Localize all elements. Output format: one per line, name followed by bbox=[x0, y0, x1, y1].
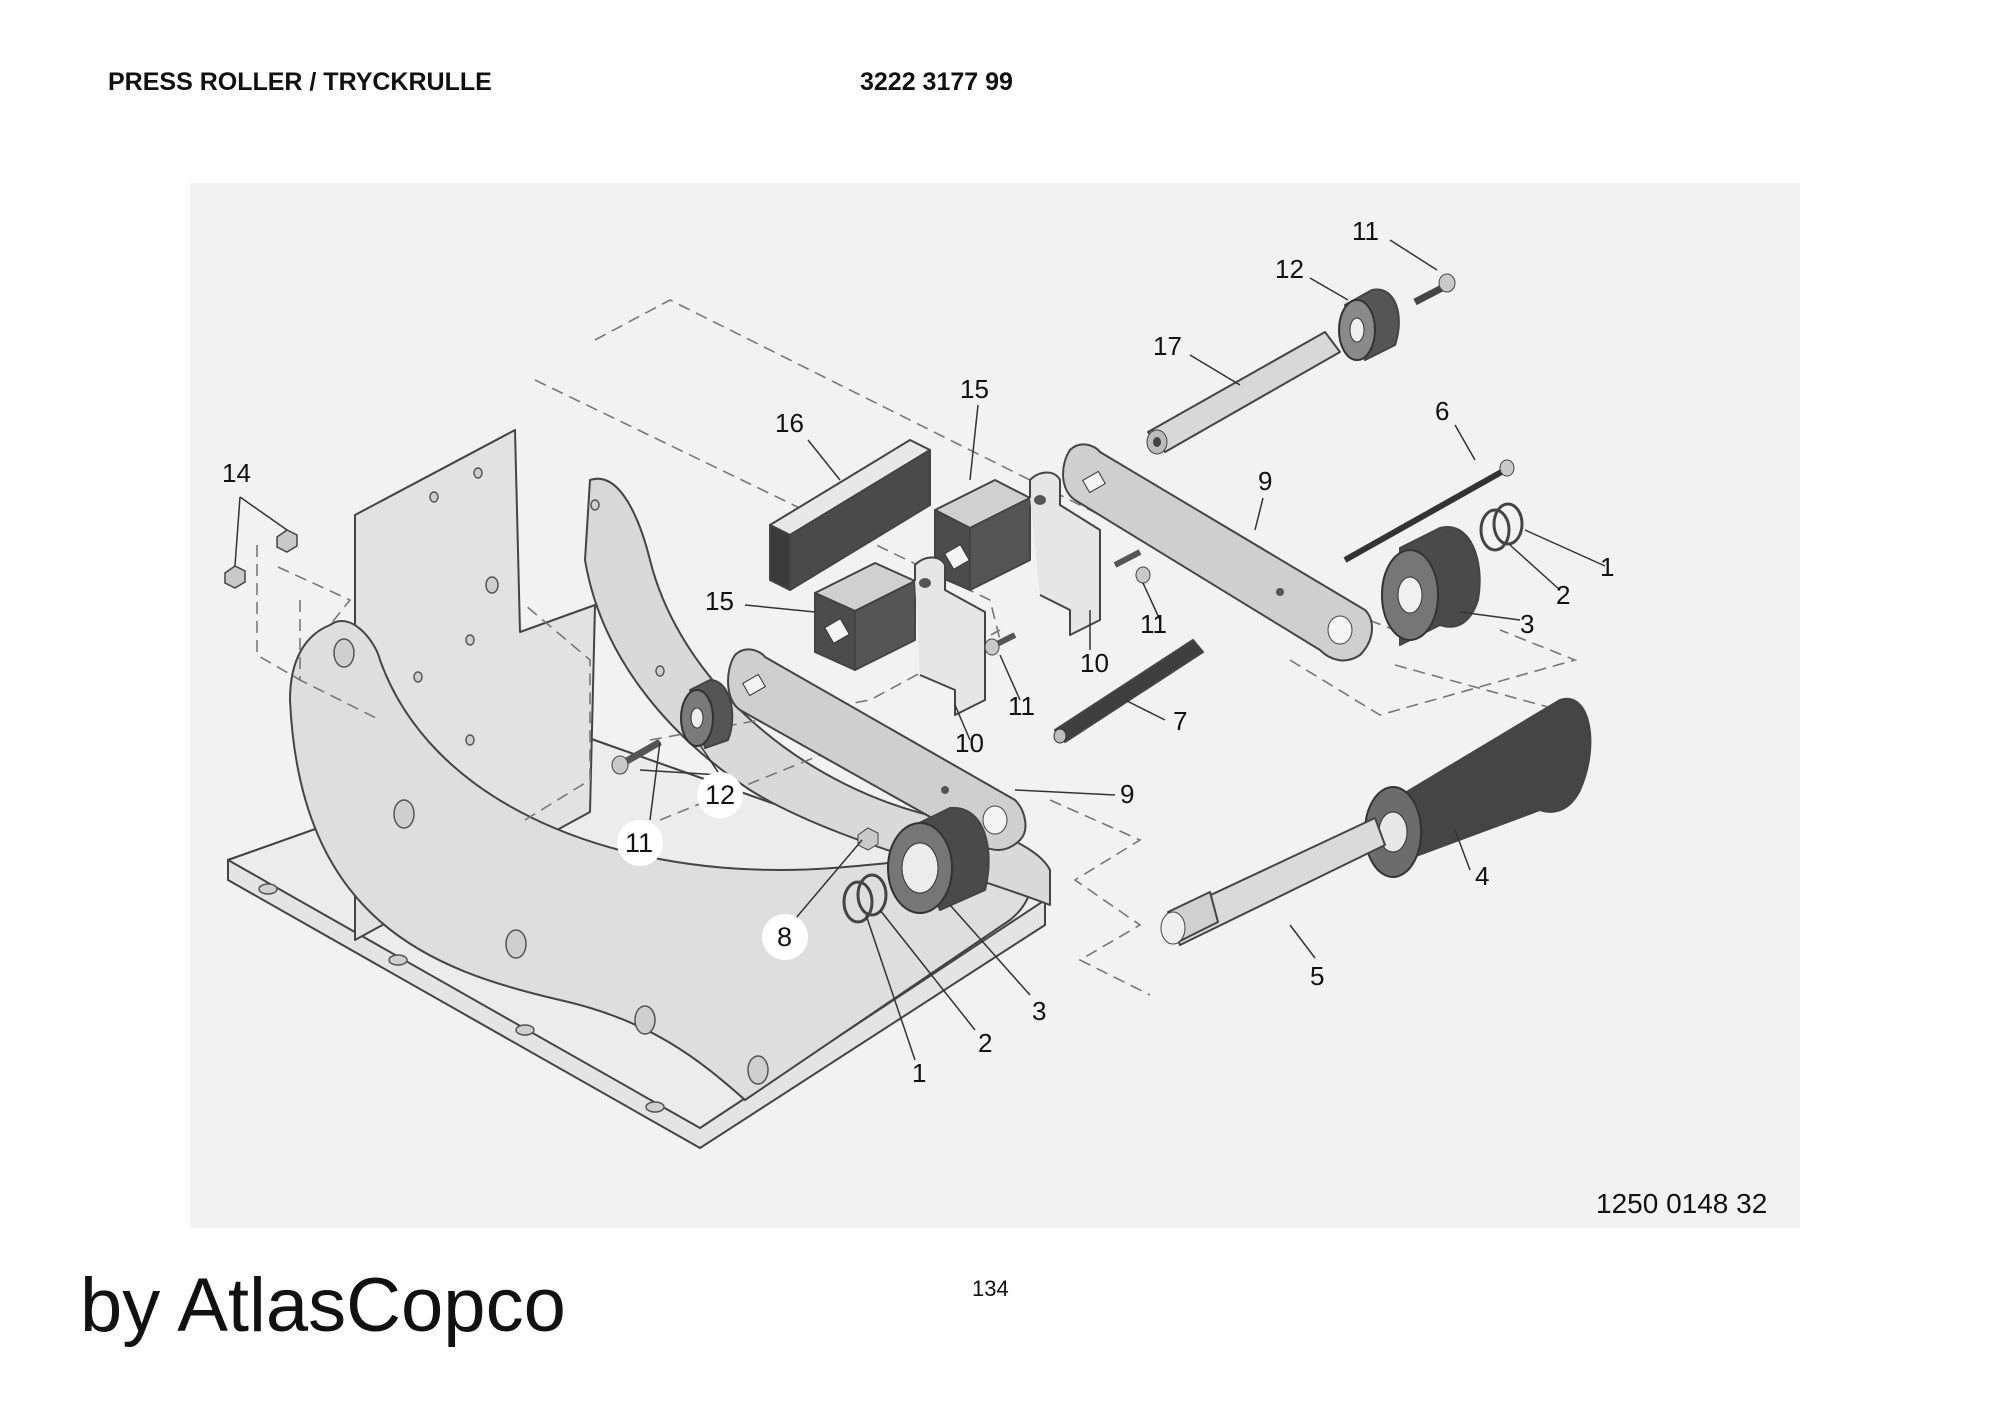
callout-1-upper: 1 bbox=[1600, 552, 1614, 582]
callout-4: 4 bbox=[1475, 861, 1489, 891]
retaining-rings-upper bbox=[1479, 502, 1524, 552]
hole bbox=[465, 734, 475, 746]
assembly-lines bbox=[256, 299, 1578, 996]
callout-2-lower: 2 bbox=[978, 1028, 992, 1058]
hole bbox=[393, 799, 415, 829]
bolt-6 bbox=[1343, 459, 1515, 563]
retaining-rings-lower bbox=[842, 873, 888, 924]
spacer-12-upper bbox=[1338, 288, 1400, 361]
drawing-number: 1250 0148 32 bbox=[1596, 1188, 1768, 1219]
hole bbox=[505, 929, 527, 959]
roller-3-lower bbox=[887, 806, 990, 914]
hole bbox=[485, 576, 499, 594]
hole bbox=[429, 491, 439, 503]
callout-14: 14 bbox=[222, 458, 251, 488]
callout-16: 16 bbox=[775, 408, 804, 438]
bracket-15-lower bbox=[814, 556, 986, 716]
callout-labels: 11 12 17 15 16 6 9 14 1 2 3 15 11 10 11 … bbox=[222, 216, 1614, 1088]
hole bbox=[634, 1005, 656, 1035]
roller-4 bbox=[1364, 697, 1592, 878]
callout-3-upper: 3 bbox=[1520, 609, 1534, 639]
hole bbox=[473, 467, 483, 479]
hole bbox=[515, 1024, 535, 1036]
lever-arm-9-upper bbox=[1062, 443, 1373, 662]
pin-7 bbox=[1053, 639, 1204, 744]
callout-7: 7 bbox=[1173, 706, 1187, 736]
plate-16 bbox=[769, 439, 931, 591]
callout-15-upper: 15 bbox=[960, 374, 989, 404]
hole bbox=[333, 638, 355, 668]
roller-3-upper bbox=[1381, 525, 1481, 646]
hole bbox=[413, 671, 423, 683]
hole bbox=[1034, 495, 1046, 505]
callout-15-lower: 15 bbox=[705, 586, 734, 616]
mounting-holes bbox=[258, 467, 769, 1113]
lever-arm-9-lower bbox=[727, 648, 1027, 851]
leader-lines bbox=[234, 239, 1606, 1061]
hole bbox=[645, 1101, 665, 1113]
callout-6: 6 bbox=[1435, 396, 1449, 426]
callout-circles bbox=[617, 772, 808, 960]
hole bbox=[590, 499, 600, 511]
callout-12-lower: 12 bbox=[705, 780, 735, 810]
callout-11-lower: 11 bbox=[625, 828, 653, 858]
hole bbox=[655, 665, 665, 677]
callout-9-upper: 9 bbox=[1258, 466, 1272, 496]
bracket-15-upper bbox=[934, 471, 1101, 636]
hole bbox=[465, 634, 475, 646]
hole bbox=[388, 954, 408, 966]
callout-17: 17 bbox=[1153, 331, 1182, 361]
callout-11-upper: 11 bbox=[1352, 216, 1379, 246]
callout-10-right: 10 bbox=[1080, 648, 1109, 678]
bolt-11-upper bbox=[1413, 273, 1456, 306]
callout-5: 5 bbox=[1310, 961, 1324, 991]
callout-10-left: 10 bbox=[955, 728, 984, 758]
page-title: PRESS ROLLER / TRYCKRULLE bbox=[108, 68, 492, 96]
nuts-14 bbox=[224, 529, 298, 589]
callout-1-lower: 1 bbox=[912, 1058, 926, 1088]
bolt-11-lower bbox=[611, 738, 662, 775]
shaft-5 bbox=[1160, 817, 1386, 946]
callout-11-right: 11 bbox=[1140, 609, 1167, 639]
base-bracket bbox=[227, 429, 1051, 1149]
hole bbox=[919, 578, 931, 588]
callout-12-upper: 12 bbox=[1275, 254, 1304, 284]
part-number: 3222 3177 99 bbox=[860, 68, 1013, 96]
callout-9-lower: 9 bbox=[1120, 779, 1134, 809]
callout-3-lower: 3 bbox=[1032, 996, 1046, 1026]
callout-11-mid: 11 bbox=[1008, 691, 1035, 721]
hole bbox=[258, 883, 278, 895]
hole bbox=[747, 1055, 769, 1085]
callout-8: 8 bbox=[777, 922, 792, 952]
watermark-text: by AtlasCopco bbox=[80, 1263, 566, 1348]
callout-2-upper: 2 bbox=[1556, 580, 1570, 610]
bolt-11-mid bbox=[984, 632, 1017, 656]
spacer-12-lower bbox=[680, 679, 734, 749]
shaft-17 bbox=[1146, 331, 1341, 455]
page-number: 134 bbox=[972, 1276, 1009, 1301]
